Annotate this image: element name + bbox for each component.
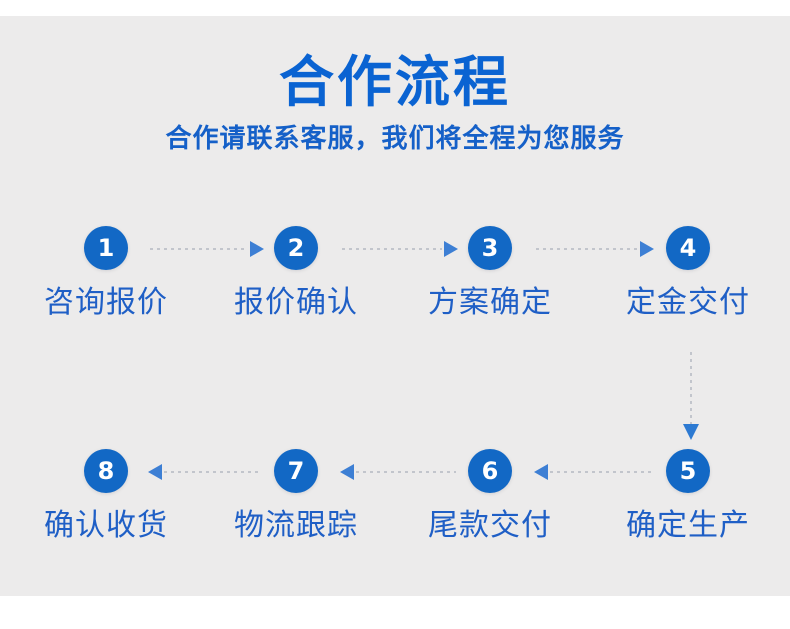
dotted-line (164, 471, 262, 473)
step-7-number: 7 (274, 449, 318, 493)
flow-row-top: 1 咨询报价 2 报价确认 3 方案确定 4 定金交付 (0, 226, 790, 346)
dotted-line (536, 248, 638, 250)
step-1-number: 1 (84, 226, 128, 270)
page-subtitle: 合作请联系客服，我们将全程为您服务 (165, 123, 625, 154)
connector-2-to-3 (342, 238, 458, 260)
step-8-number: 8 (84, 449, 128, 493)
step-4-label: 定金交付 (626, 285, 750, 320)
background-panel (0, 16, 790, 596)
step-2-number: 2 (274, 226, 318, 270)
dotted-line (150, 248, 248, 250)
left-arrow-icon (340, 464, 354, 480)
step-6-number: 6 (468, 449, 512, 493)
step-3[interactable]: 3 方案确定 (405, 226, 575, 320)
connector-5-to-6 (534, 461, 652, 483)
step-6-label: 尾款交付 (428, 508, 552, 543)
connector-7-to-8 (148, 461, 262, 483)
connector-6-to-7 (340, 461, 456, 483)
dotted-line (342, 248, 442, 250)
step-5-label: 确定生产 (626, 508, 750, 543)
step-1[interactable]: 1 咨询报价 (21, 226, 191, 320)
step-3-number: 3 (468, 226, 512, 270)
dotted-line (356, 471, 456, 473)
step-6[interactable]: 6 尾款交付 (405, 449, 575, 543)
step-5-number: 5 (666, 449, 710, 493)
flow-row-bottom: 8 确认收货 7 物流跟踪 6 尾款交付 5 确定生产 (0, 449, 790, 569)
dotted-line (690, 352, 692, 426)
left-arrow-icon (148, 464, 162, 480)
header-block: 合作流程 合作请联系客服，我们将全程为您服务 (0, 50, 790, 155)
step-4[interactable]: 4 定金交付 (603, 226, 773, 320)
right-arrow-icon (250, 241, 264, 257)
step-8[interactable]: 8 确认收货 (21, 449, 191, 543)
connector-4-to-5 (683, 352, 699, 452)
step-7[interactable]: 7 物流跟踪 (211, 449, 381, 543)
dotted-line (550, 471, 652, 473)
step-8-label: 确认收货 (44, 508, 168, 543)
connector-1-to-2 (150, 238, 264, 260)
left-arrow-icon (534, 464, 548, 480)
step-2[interactable]: 2 报价确认 (211, 226, 381, 320)
down-arrow-icon (683, 424, 699, 440)
connector-3-to-4 (536, 238, 654, 260)
step-1-label: 咨询报价 (44, 285, 168, 320)
right-arrow-icon (444, 241, 458, 257)
step-5[interactable]: 5 确定生产 (603, 449, 773, 543)
step-4-number: 4 (666, 226, 710, 270)
step-7-label: 物流跟踪 (234, 508, 358, 543)
step-2-label: 报价确认 (234, 285, 358, 320)
step-3-label: 方案确定 (428, 285, 552, 320)
right-arrow-icon (640, 241, 654, 257)
page-title: 合作流程 (278, 50, 511, 114)
